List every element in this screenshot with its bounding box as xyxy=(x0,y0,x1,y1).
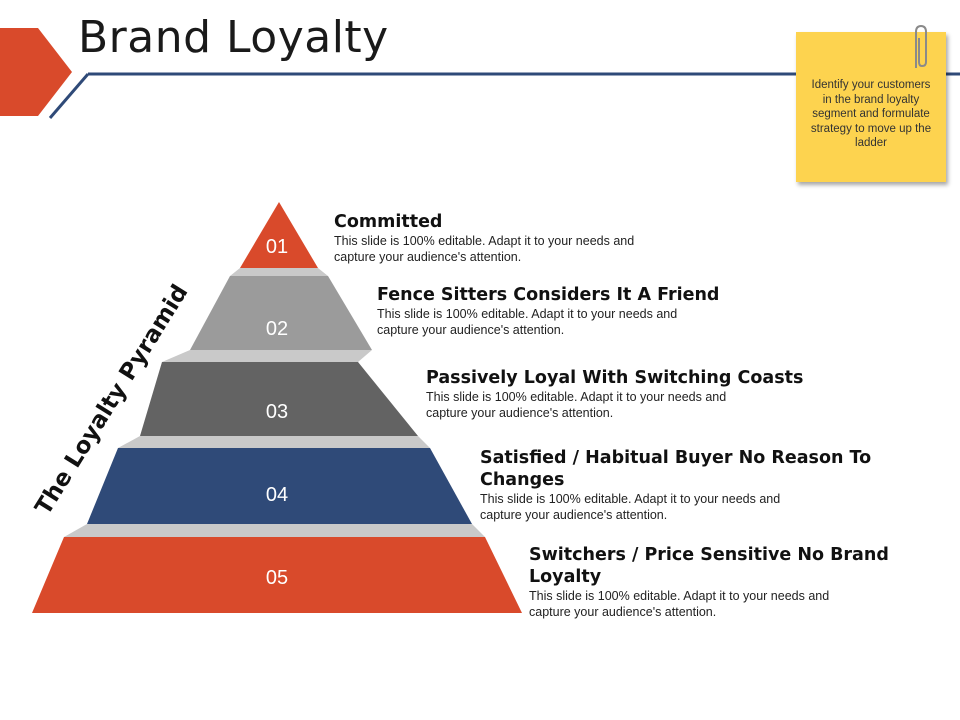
tier-connector xyxy=(118,436,430,448)
tier-number-01: 01 xyxy=(266,236,288,258)
level-title: Fence Sitters Considers It A Friend xyxy=(377,285,720,305)
level-title: Switchers / Price Sensitive No Brand Loy… xyxy=(529,545,889,587)
pyramid-tier-03 xyxy=(140,362,418,436)
sticky-note-text: Identify your customers in the brand loy… xyxy=(810,79,932,149)
level-description: This slide is 100% editable. Adapt it to… xyxy=(334,234,635,264)
tier-number-04: 04 xyxy=(266,484,288,506)
header-slash xyxy=(48,73,90,119)
pyramid-tier-02 xyxy=(190,276,372,350)
pyramid-tier-01 xyxy=(240,202,318,268)
sticky-note: Identify your customers in the brand loy… xyxy=(796,32,946,182)
level-text-04: Satisfied / Habitual Buyer No Reason To … xyxy=(480,447,900,523)
tier-number-02: 02 xyxy=(266,318,288,340)
level-description: This slide is 100% editable. Adapt it to… xyxy=(377,307,678,337)
tier-connector xyxy=(162,350,372,362)
level-title: Committed xyxy=(334,212,443,232)
level-text-03: Passively Loyal With Switching Coasts Th… xyxy=(426,367,846,421)
page-title: Brand Loyalty xyxy=(78,12,389,63)
tier-connector xyxy=(230,268,328,276)
paperclip-icon xyxy=(915,24,927,68)
header-arrow-shape xyxy=(0,28,72,116)
pyramid-tier-05 xyxy=(32,537,522,613)
pyramid-tier-04 xyxy=(87,448,472,524)
tier-number-03: 03 xyxy=(266,401,288,423)
level-description: This slide is 100% editable. Adapt it to… xyxy=(529,589,830,619)
level-title: Satisfied / Habitual Buyer No Reason To … xyxy=(480,448,872,490)
tier-connector xyxy=(64,524,485,537)
level-title: Passively Loyal With Switching Coasts xyxy=(426,368,804,388)
level-description: This slide is 100% editable. Adapt it to… xyxy=(480,492,781,522)
level-text-02: Fence Sitters Considers It A Friend This… xyxy=(377,284,797,338)
level-text-05: Switchers / Price Sensitive No Brand Loy… xyxy=(529,544,949,620)
level-description: This slide is 100% editable. Adapt it to… xyxy=(426,390,727,420)
tier-number-05: 05 xyxy=(266,567,288,589)
level-text-01: Committed This slide is 100% editable. A… xyxy=(334,211,754,265)
